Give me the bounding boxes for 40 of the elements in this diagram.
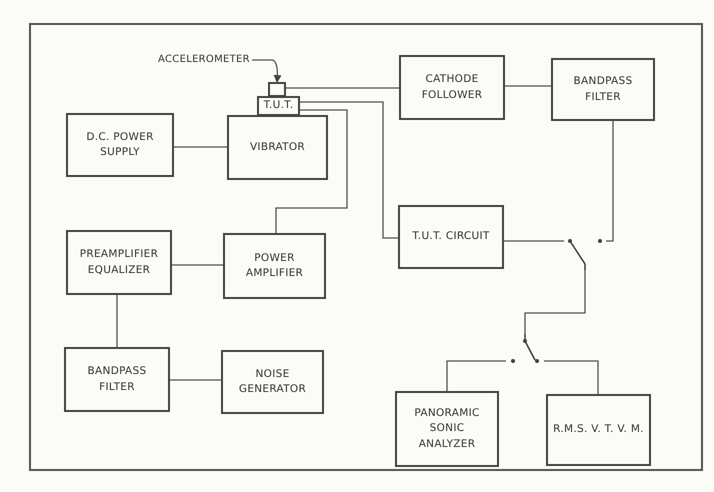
connector-line — [170, 379, 221, 381]
process-box — [227, 115, 328, 180]
box-label: R.M.S. V. T. V. M. — [553, 422, 644, 438]
process-box — [551, 58, 655, 121]
box-label: BANDPASS FILTER — [86, 364, 148, 394]
connector-line — [504, 240, 564, 242]
leader-arrow — [252, 59, 282, 83]
annotation-label: ACCELEROMETER — [156, 52, 252, 68]
box-label: VIBRATOR — [250, 140, 306, 155]
box-label: PANORAMIC SONIC ANALYZER — [413, 406, 481, 452]
process-box — [398, 205, 504, 269]
process-box — [395, 391, 499, 467]
process-box — [223, 233, 326, 299]
connector-line — [286, 87, 399, 89]
box-label: PREAMPLIFIER EQUALIZER — [78, 247, 160, 278]
process-box — [64, 347, 170, 412]
box-label: POWER AMPLIFIER — [244, 250, 304, 281]
process-box — [221, 350, 324, 414]
box-label: T.U.T. — [264, 98, 294, 114]
box-label: NOISE GENERATOR — [238, 366, 308, 397]
connector-line — [524, 270, 586, 334]
connector-line — [275, 109, 348, 233]
box-label: D.C. POWER SUPPLY — [85, 130, 155, 160]
box-label: CATHODE FOLLOWER — [420, 72, 484, 102]
connector-line — [505, 85, 551, 87]
connector-line — [544, 360, 599, 394]
connector-line — [300, 101, 398, 239]
connector-line — [116, 295, 118, 347]
process-box — [399, 55, 505, 120]
process-box — [546, 394, 651, 466]
box-label: T.U.T. CIRCUIT — [412, 229, 490, 244]
connector-line — [172, 264, 223, 266]
process-box — [66, 230, 172, 295]
box-label: BANDPASS FILTER — [572, 74, 634, 104]
connector-line — [446, 360, 506, 391]
connector-line — [606, 121, 614, 242]
accelerometer-box — [268, 82, 286, 97]
process-box — [66, 113, 174, 177]
test-unit-box — [257, 96, 300, 116]
connector-line — [174, 146, 227, 148]
